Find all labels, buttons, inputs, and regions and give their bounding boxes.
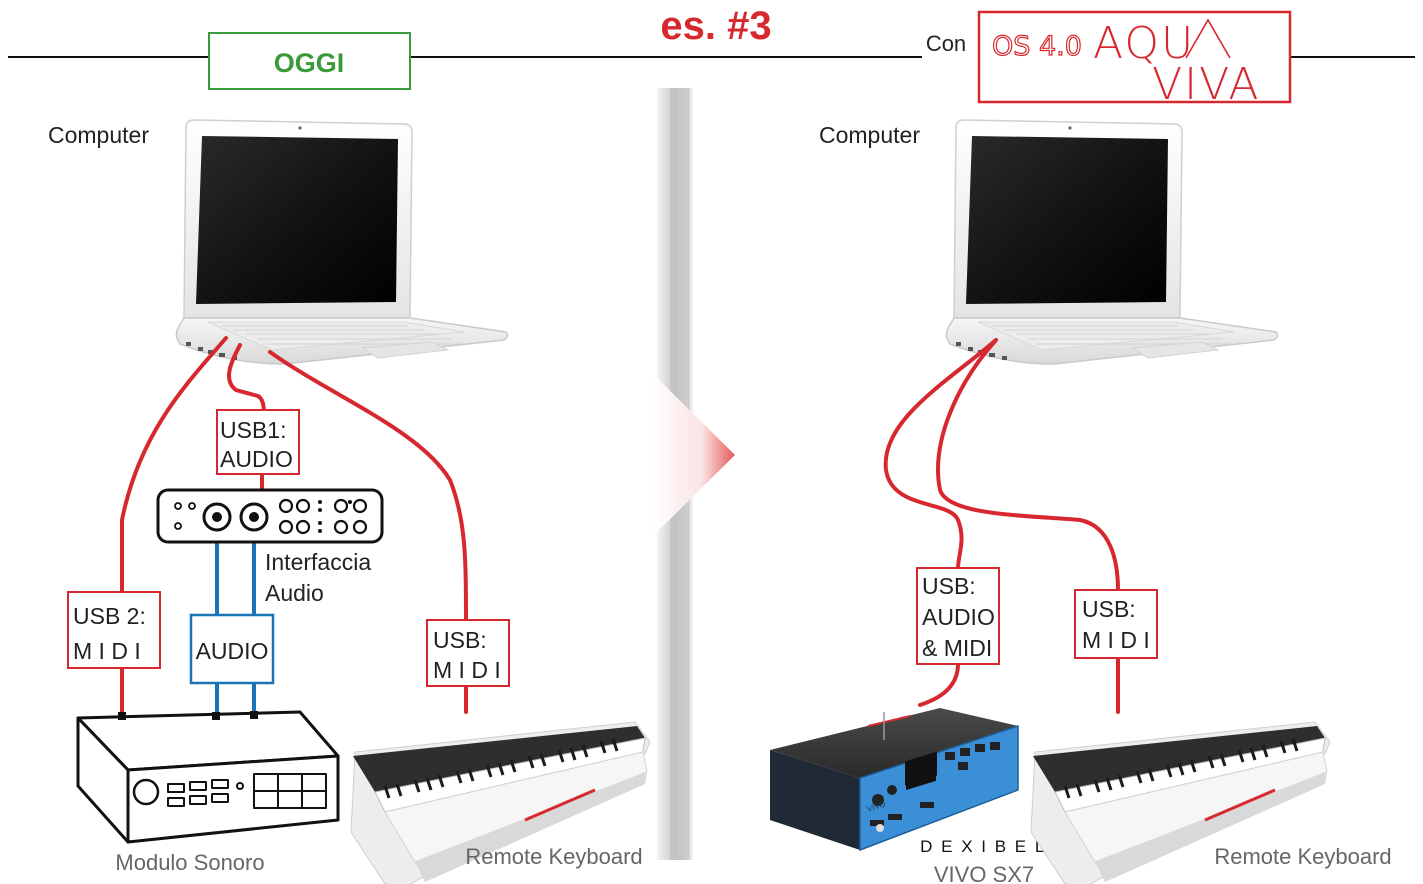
interface-label-line2: Audio: [265, 580, 324, 606]
usb1-line2: AUDIO: [220, 446, 293, 472]
right-usb-midi-box: USB: M I D I: [1074, 589, 1158, 659]
left-panel: Computer USB1: AUDIO: [48, 119, 652, 884]
usb-audio-midi-line2: AUDIO: [922, 604, 995, 630]
oggi-label: OGGI: [274, 48, 345, 78]
right-panel: Computer USB: AUDIO & MIDI USB: M I D I: [770, 119, 1392, 884]
left-usb-midi-line1: USB:: [433, 627, 487, 653]
right-computer-label: Computer: [819, 122, 920, 148]
interface-label-line1: Interfaccia: [265, 549, 371, 575]
usb-audio-midi-line1: USB:: [922, 573, 976, 599]
laptop-icon: [945, 119, 1279, 365]
audio-link-box: AUDIO: [189, 613, 275, 685]
left-usb-midi-box: USB: M I D I: [426, 619, 510, 687]
sound-module-label: Modulo Sonoro: [115, 850, 264, 875]
dexibell-brand: D E X I B E L L: [920, 837, 1064, 856]
left-usb-midi-line2: M I D I: [433, 657, 501, 683]
usb-audio-midi-box: USB: AUDIO & MIDI: [916, 567, 1000, 665]
left-keyboard-label: Remote Keyboard: [465, 844, 642, 869]
usb2-midi-box: USB 2: M I D I: [67, 591, 161, 669]
vivo-model-label: VIVO SX7: [934, 862, 1034, 884]
right-red-cables: [883, 338, 1120, 714]
right-keyboard-label: Remote Keyboard: [1214, 844, 1391, 869]
right-usb-midi-line2: M I D I: [1082, 627, 1150, 653]
aquaviva-logo: OS 4.0 AQU VIVA: [977, 10, 1292, 110]
right-usb-midi-line1: USB:: [1082, 596, 1136, 622]
arrow-right-icon: [652, 373, 735, 537]
usb1-line1: USB1:: [220, 417, 286, 443]
center-divider: [652, 88, 735, 860]
dexibell-vivo-sx7-icon: VIVO: [770, 708, 1019, 852]
audio-interface-icon: [156, 488, 384, 544]
sound-module-icon: [76, 710, 340, 844]
left-computer-label: Computer: [48, 122, 149, 148]
aqua-word: AQU: [1093, 18, 1195, 69]
page-title: es. #3: [660, 4, 771, 48]
usb2-line1: USB 2:: [73, 603, 146, 629]
viva-word: VIVA: [1152, 59, 1260, 110]
usb2-line2: M I D I: [73, 638, 141, 664]
usb-audio-midi-line3: & MIDI: [922, 635, 992, 661]
audio-link-label: AUDIO: [196, 638, 269, 664]
usb1-audio-box: USB1: AUDIO: [216, 409, 300, 475]
oggi-badge: [208, 32, 411, 90]
con-label: Con: [926, 31, 966, 56]
header: OGGI es. #3 Con OS 4.0 AQU VIVA: [8, 4, 1415, 110]
os-version-label: OS 4.0: [992, 31, 1082, 62]
laptop-icon: [175, 119, 509, 365]
